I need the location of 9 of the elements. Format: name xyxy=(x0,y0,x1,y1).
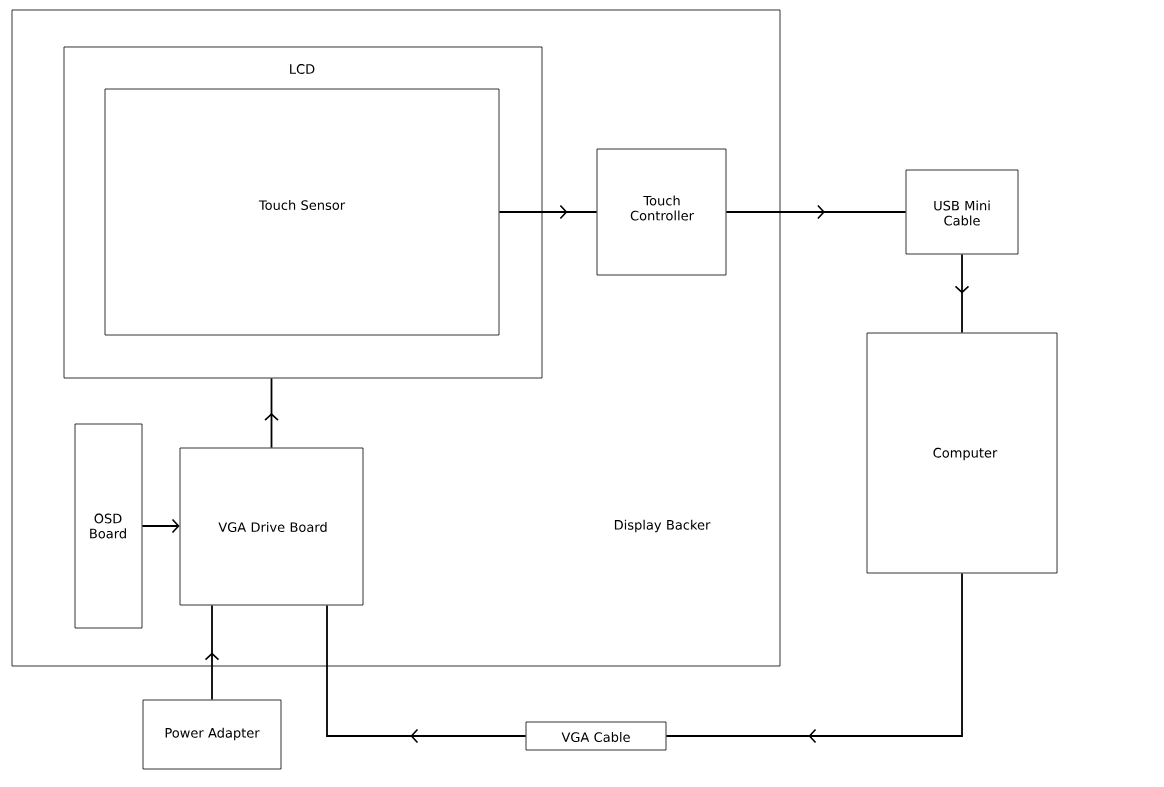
block-box: USB Mini Cable xyxy=(905,169,1019,255)
block-box: VGA Drive Board xyxy=(179,447,364,606)
arrow xyxy=(141,518,180,534)
block-box: VGA Cable xyxy=(525,721,667,751)
block-box: Touch Sensor xyxy=(104,88,500,336)
block-box: OSD Board xyxy=(74,423,143,629)
block-box: Touch Controller xyxy=(596,148,727,276)
block-box: Power Adapter xyxy=(142,699,282,770)
block-box: Computer xyxy=(866,332,1058,574)
